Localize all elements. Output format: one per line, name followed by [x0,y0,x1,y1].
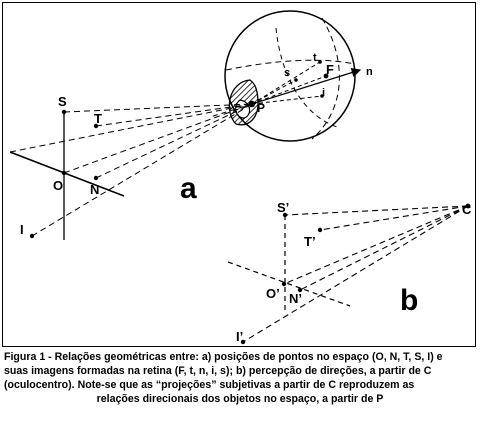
label-n-b: N’ [289,291,302,306]
eye-equator [225,59,356,71]
panel-b: S’ T’ O’ N’ I’ C b [227,200,472,345]
ray-left-p [9,103,253,153]
ray-p-t [251,61,321,105]
ray-o-p [63,103,253,174]
label-c: C [462,202,472,217]
ray-n-p [95,103,253,179]
point-n-a [93,175,99,181]
eye-meridian [311,17,340,140]
ray-p-f [251,75,327,105]
object-plane-line-a [9,151,125,197]
point-i-a [29,233,35,239]
ray-c-n [299,205,469,291]
point-c-oculocenter [465,203,471,209]
point-o-a [61,170,67,176]
optic-axis [251,67,362,105]
axis-extension [209,103,253,118]
label-t-b: T’ [304,234,316,249]
retina-point-i [320,94,324,98]
ray-p-i [251,95,323,105]
retina-point-f [323,73,329,79]
caption-line-3: (oculocentro). Note-se que as “projeções… [4,379,415,391]
point-n-b [297,287,303,293]
eye-inner-arc [275,27,341,129]
point-i-b [240,339,246,345]
point-o-b [281,281,287,287]
label-retina-s: s [284,67,290,79]
label-retina-f: F [326,62,334,77]
ray-c-i [242,205,469,343]
ray-t-p [95,103,253,127]
ray-c-t [319,205,469,231]
object-plane-line-b [227,261,351,307]
caption-line-2: suas imagens formadas na retina (F, t, n… [4,365,432,377]
label-nodal-p: P [257,101,265,115]
ray-c-s [284,205,469,216]
label-s-b: S’ [277,200,289,215]
figure-frame [2,2,476,347]
label-i-b: I’ [236,329,243,344]
retina-point-s [294,78,298,82]
label-t-a: T [94,111,102,126]
point-t-a [93,123,99,129]
label-retina-i: i [322,87,325,99]
ray-s-p [63,103,253,113]
ray-i-p [31,103,253,237]
figure-caption: Figura 1 - Relações geométricas entre: a… [4,350,476,406]
label-o-b: O’ [266,286,280,301]
point-s-a [61,109,67,115]
ray-c-o [283,205,469,285]
panel-a-label: a [180,172,197,205]
label-retina-n: n [366,66,373,78]
ray-p-s [251,79,297,105]
retina-point-t [318,60,322,64]
point-s-b [282,212,288,218]
label-i-a: I [20,222,24,237]
label-o-a: O [53,178,63,193]
label-s-a: S [58,94,67,109]
point-t-b [317,227,323,233]
panel-b-label: b [400,284,418,317]
caption-line-4: relações direcionais dos objetos no espa… [96,393,384,405]
figure-diagram: S T O N I s t F n i P a S’ T’ O’ N’ [9,10,472,345]
panel-a: S T O N I s t F n i P a [9,10,373,240]
label-retina-t: t [313,52,317,64]
caption-line-1: Figura 1 - Relações geométricas entre: a… [4,351,443,363]
label-n-a: N [90,182,99,197]
